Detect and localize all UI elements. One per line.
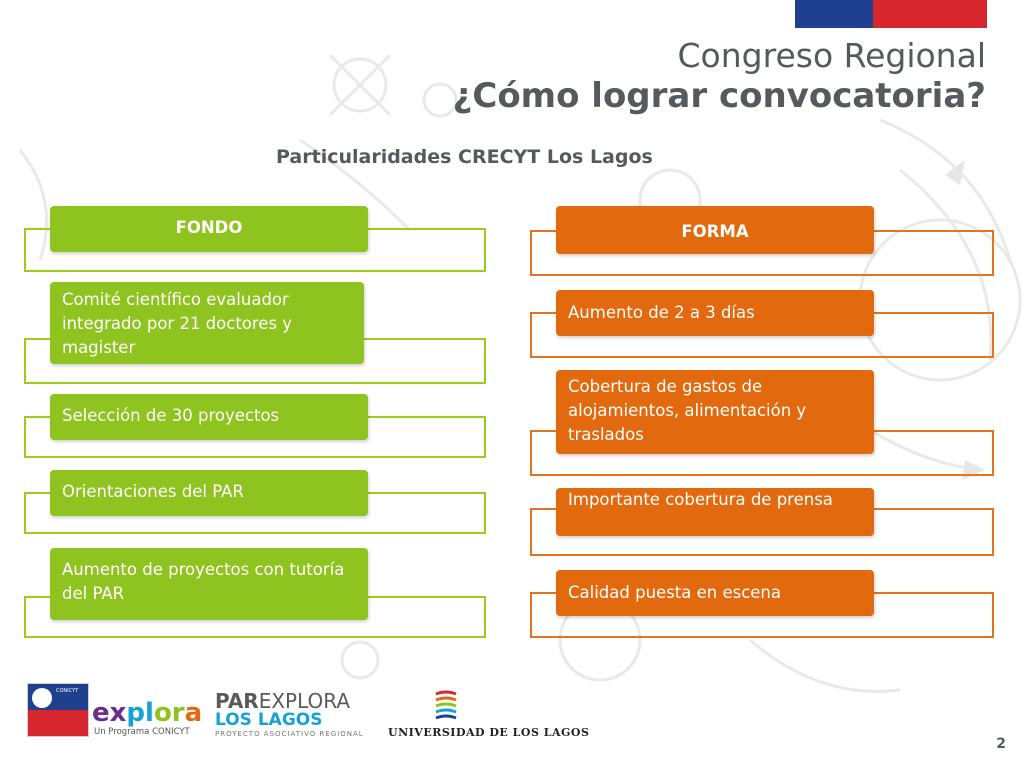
ulagos-logo-icon [435, 690, 457, 720]
forma-item-4: Calidad puesta en escena [556, 570, 874, 616]
slide-subtitle: Particularidades CRECYT Los Lagos [276, 146, 653, 168]
slide-title-line1: Congreso Regional [677, 36, 986, 75]
chile-flag-bar [795, 0, 987, 28]
fondo-item-3: Orientaciones del PAR [50, 470, 368, 516]
parexplora-region: LOS LAGOS [215, 710, 323, 730]
conicyt-logo: CONICYT [27, 683, 89, 737]
coat-of-arms-icon [32, 688, 52, 708]
explora-subtitle: Un Programa CONICYT [94, 727, 190, 737]
forma-item-1: Aumento de 2 a 3 días [556, 290, 874, 336]
flag-red-segment [873, 0, 987, 28]
forma-item-2: Cobertura de gastos de alojamientos, ali… [556, 370, 874, 454]
explora-logo: explora [92, 698, 203, 728]
fondo-item-1: Comité científico evaluador integrado po… [50, 282, 364, 364]
ulagos-logo-text: UNIVERSIDAD DE LOS LAGOS [388, 726, 590, 739]
slide-title-line2: ¿Cómo lograr convocatoria? [452, 76, 986, 116]
fondo-item-2: Selección de 30 proyectos [50, 394, 368, 440]
flag-blue-segment [795, 0, 873, 28]
page-number: 2 [996, 736, 1006, 752]
forma-item-3: Importante cobertura de prensa [556, 488, 874, 536]
fondo-item-4: Aumento de proyectos con tutoría del PAR [50, 548, 368, 620]
parexplora-logo: PAREXPLORA [215, 689, 351, 713]
forma-heading: FORMA [556, 206, 874, 254]
conicyt-label: CONICYT [56, 688, 79, 694]
fondo-heading: FONDO [50, 206, 368, 252]
parexplora-tagline: PROYECTO ASOCIATIVO REGIONAL [215, 730, 364, 738]
